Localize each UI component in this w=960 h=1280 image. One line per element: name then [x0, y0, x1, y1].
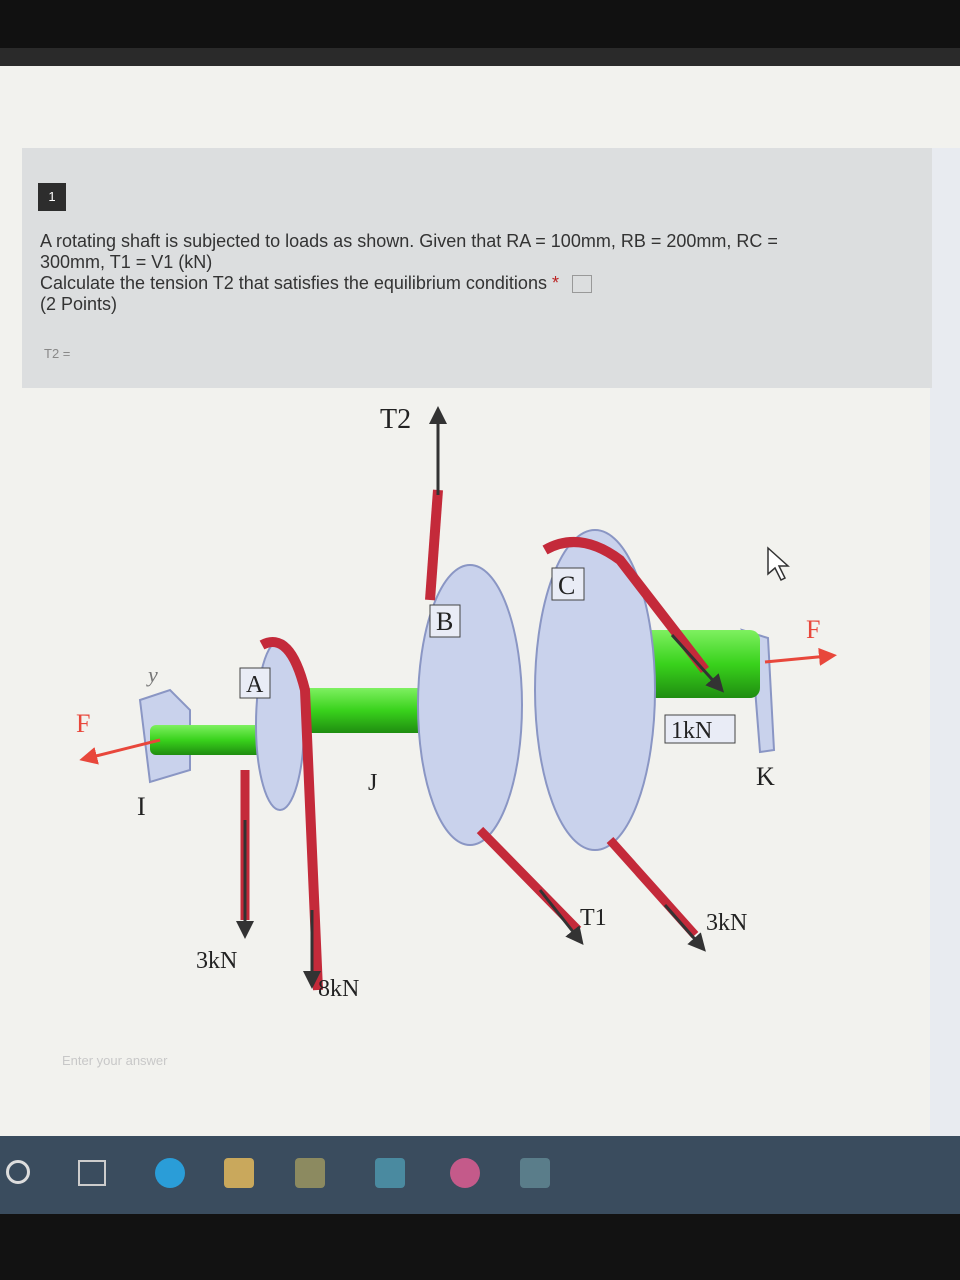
arrow-f-right — [764, 647, 837, 666]
question-points: (2 Points) — [40, 294, 118, 314]
required-mark: * — [551, 273, 559, 293]
label-b-box — [429, 604, 461, 638]
arrow-3kn-right — [663, 904, 706, 952]
search-circle-icon[interactable] — [6, 1160, 30, 1184]
label-k: K — [756, 762, 775, 791]
label-f-right: F — [806, 615, 820, 644]
question-line-1: A rotating shaft is subjected to loads a… — [40, 231, 778, 251]
page-right-edge — [930, 148, 960, 1138]
answer-input[interactable] — [60, 1046, 264, 1074]
belt-t1 — [476, 826, 582, 934]
pulley-c — [534, 529, 656, 851]
label-t2: T2 — [380, 404, 411, 435]
mouse-cursor-icon — [767, 546, 790, 582]
question-line-3-text: Calculate the tension T2 that satisfies … — [40, 273, 547, 293]
edge-browser-icon[interactable] — [155, 1158, 185, 1188]
label-3kn-right: 3kN — [706, 910, 747, 936]
teams-icon[interactable] — [520, 1158, 550, 1188]
label-c-box — [551, 567, 585, 601]
mail-icon[interactable] — [375, 1158, 405, 1188]
file-explorer-icon[interactable] — [295, 1158, 325, 1188]
label-1kn-box — [664, 714, 736, 744]
question-line-2: 300mm, T1 = V1 (kN) — [40, 252, 213, 272]
label-y: y — [146, 662, 158, 687]
question-card — [22, 148, 932, 388]
immersive-reader-icon[interactable] — [572, 275, 592, 294]
windows-taskbar — [0, 1136, 960, 1214]
arrow-f-left — [79, 738, 161, 765]
photos-icon[interactable] — [450, 1158, 480, 1188]
label-a-box — [239, 667, 271, 699]
question-number-badge: 1 — [38, 183, 66, 211]
monitor-bezel-bottom — [0, 1214, 960, 1280]
label-3kn-left: 3kN — [196, 948, 237, 974]
answer-label: T2 = — [44, 346, 71, 361]
belt-b — [425, 489, 443, 601]
label-1kn: 1kN — [671, 718, 712, 744]
belt-c — [542, 537, 709, 674]
store-icon[interactable] — [224, 1158, 254, 1188]
label-b: B — [436, 607, 453, 636]
label-8kn: 8kN — [318, 976, 359, 1002]
question-line-3: Calculate the tension T2 that satisfies … — [40, 273, 900, 294]
browser-topbar — [0, 48, 960, 66]
question-text: A rotating shaft is subjected to loads a… — [40, 231, 900, 315]
arrow-1kn — [670, 633, 725, 693]
belt-3kn — [606, 836, 699, 939]
label-f-left: F — [76, 709, 90, 738]
shaft-left — [150, 725, 275, 755]
shaft-diagram: T2 B C A J K I y F F 1kN T1 3kN 3kN 8kN — [76, 404, 837, 1002]
arrow-t1 — [538, 889, 584, 946]
label-a: A — [246, 672, 264, 698]
task-view-icon[interactable] — [78, 1160, 106, 1186]
belt-a — [259, 637, 323, 991]
label-i: I — [137, 792, 146, 821]
label-t1: T1 — [580, 905, 607, 931]
label-c: C — [558, 571, 575, 600]
label-j: J — [368, 770, 377, 796]
